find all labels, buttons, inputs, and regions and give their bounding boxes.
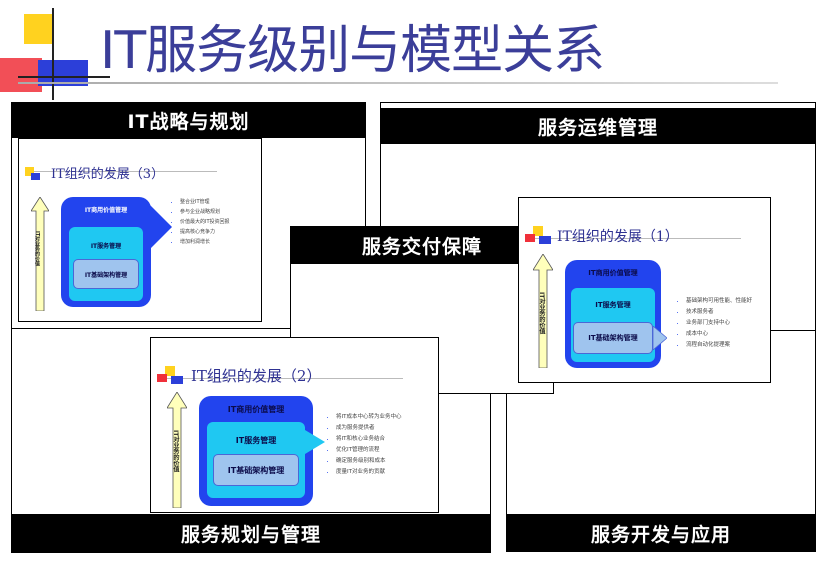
list-item: 成为服务提供者 [336, 423, 401, 434]
list-item: 成本中心 [686, 329, 766, 340]
infrastructure-box: IT基础架构管理 [73, 259, 139, 289]
infrastructure-box: IT基础架构管理 [573, 322, 653, 354]
page-title: IT服务级别与模型关系 [100, 21, 605, 81]
panel-strategy-header: IT战略与规划 [11, 102, 366, 138]
infrastructure-box: IT基础架构管理 [213, 454, 299, 486]
bullet-list: 整合业IT管理 参与企业战略规划 价值最大的IT投资回报 提高核心竞争力 增加利… [171, 197, 230, 247]
slide-development-3: IT组织的发展（3） IT对业务的价值 IT商用价值管理 IT服务管理 IT基础… [18, 138, 262, 322]
slide-title: IT组织的发展（1） [557, 229, 679, 245]
pointer-icon [150, 205, 172, 249]
panel-operations-header: 服务运维管理 [380, 108, 816, 144]
slide-title: IT组织的发展（2） [191, 367, 322, 385]
vertical-label: IT对业务的价值 [34, 231, 40, 267]
logo-decoration [0, 0, 110, 100]
list-item: 将IT成本中心转为业务中心 [336, 412, 401, 423]
list-item: 将IT和核心业务结合 [336, 434, 401, 445]
list-item: 价值最大的IT投资回报 [180, 217, 230, 227]
up-arrow-icon [533, 254, 553, 368]
slide-development-2: IT组织的发展（2） IT对业务的价值 IT商用价值管理 IT服务管理 IT基础… [150, 337, 439, 513]
slide-title: IT组织的发展（3） [51, 167, 165, 182]
panel-delivery-header: 服务交付保障 [290, 226, 554, 264]
list-item: 基础架构可用性能、性能好 [686, 296, 766, 307]
up-arrow-icon [167, 392, 187, 508]
list-item: 优化IT管理的流程 [336, 445, 401, 456]
pointer-icon [305, 430, 325, 454]
title-underline [18, 82, 778, 84]
list-item: 度量IT对业务的贡献 [336, 467, 401, 478]
slide-development-1: IT组织的发展（1） IT对业务的价值 IT商用价值管理 IT服务管理 IT基础… [518, 197, 771, 383]
list-item: 流程自动化提理案 [686, 340, 766, 351]
pointer-icon [653, 326, 667, 350]
vertical-label: IT对业务的价值 [538, 292, 545, 335]
panel-development-header: 服务开发与应用 [506, 514, 816, 552]
list-item: 整合业IT管理 [180, 197, 230, 207]
list-item: 确定服务级别和成本 [336, 456, 401, 467]
bullet-list: 基础架构可用性能、性能好 技术服务者 业务部门支持中心 成本中心 流程自动化提理… [677, 296, 766, 351]
list-item: 技术服务者 [686, 307, 766, 318]
list-item: 参与企业战略规划 [180, 207, 230, 217]
panel-planning-header: 服务规划与管理 [11, 514, 491, 552]
list-item: 提高核心竞争力 [180, 227, 230, 237]
vertical-label: IT对业务的价值 [172, 430, 179, 473]
list-item: 业务部门支持中心 [686, 318, 766, 329]
up-arrow-icon [31, 197, 49, 311]
list-item: 增加利润增长 [180, 237, 230, 247]
bullet-list: 将IT成本中心转为业务中心 成为服务提供者 将IT和核心业务结合 优化IT管理的… [327, 412, 401, 478]
